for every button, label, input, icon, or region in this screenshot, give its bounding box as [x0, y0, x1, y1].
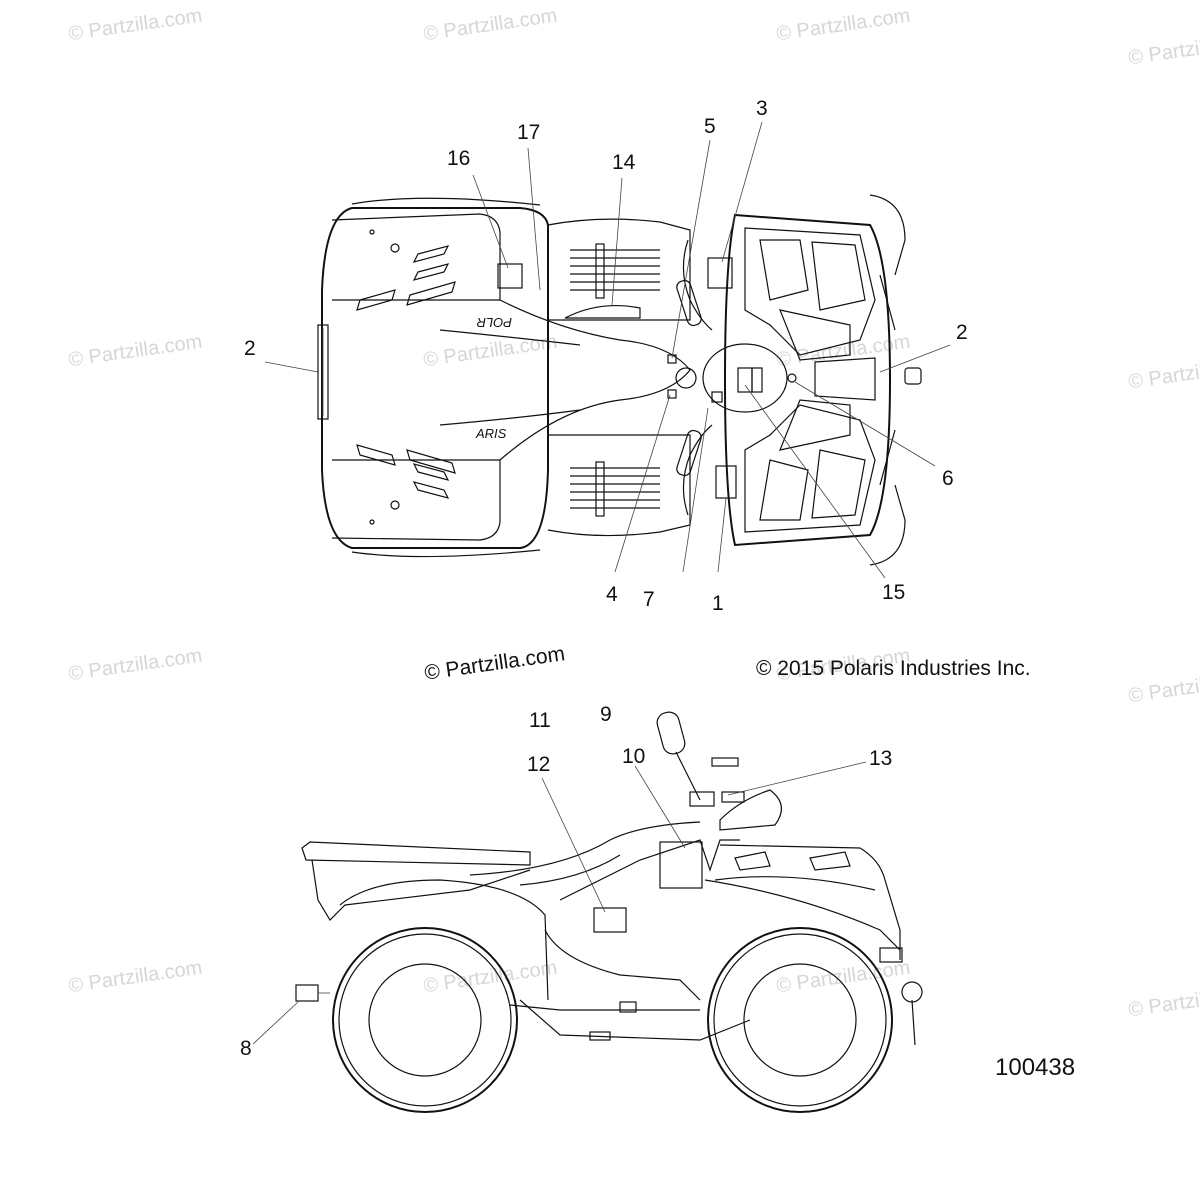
- callout-14[interactable]: 14: [612, 151, 636, 174]
- callout-2-right[interactable]: 2: [956, 321, 968, 344]
- fender-text-top: POLR: [477, 315, 512, 330]
- callout-12[interactable]: 12: [527, 753, 551, 776]
- callout-3[interactable]: 3: [756, 97, 768, 120]
- callout-9[interactable]: 9: [600, 703, 612, 726]
- copyright-notice: © 2015 Polaris Industries Inc.: [756, 657, 1031, 680]
- callout-7[interactable]: 7: [643, 588, 655, 611]
- callout-11[interactable]: 11: [529, 709, 551, 732]
- atv-side-view: [252, 711, 923, 1113]
- callout-15[interactable]: 15: [882, 581, 906, 604]
- fender-text-bottom: ARIS: [475, 426, 507, 441]
- callout-1[interactable]: 1: [712, 592, 724, 615]
- callout-6[interactable]: 6: [942, 467, 954, 490]
- callout-17[interactable]: 17: [517, 121, 541, 144]
- callout-4[interactable]: 4: [606, 583, 618, 606]
- callout-5[interactable]: 5: [704, 115, 716, 138]
- callout-16[interactable]: 16: [447, 147, 471, 170]
- callout-10[interactable]: 10: [622, 745, 646, 768]
- footrest-left: [570, 243, 660, 299]
- callout-13[interactable]: 13: [869, 747, 893, 770]
- atv-top-view: POLR ARIS: [264, 121, 951, 579]
- callout-8[interactable]: 8: [240, 1037, 252, 1060]
- figure-number: 100438: [995, 1054, 1076, 1081]
- footrest-right: [570, 461, 660, 517]
- callout-2-left[interactable]: 2: [244, 337, 256, 360]
